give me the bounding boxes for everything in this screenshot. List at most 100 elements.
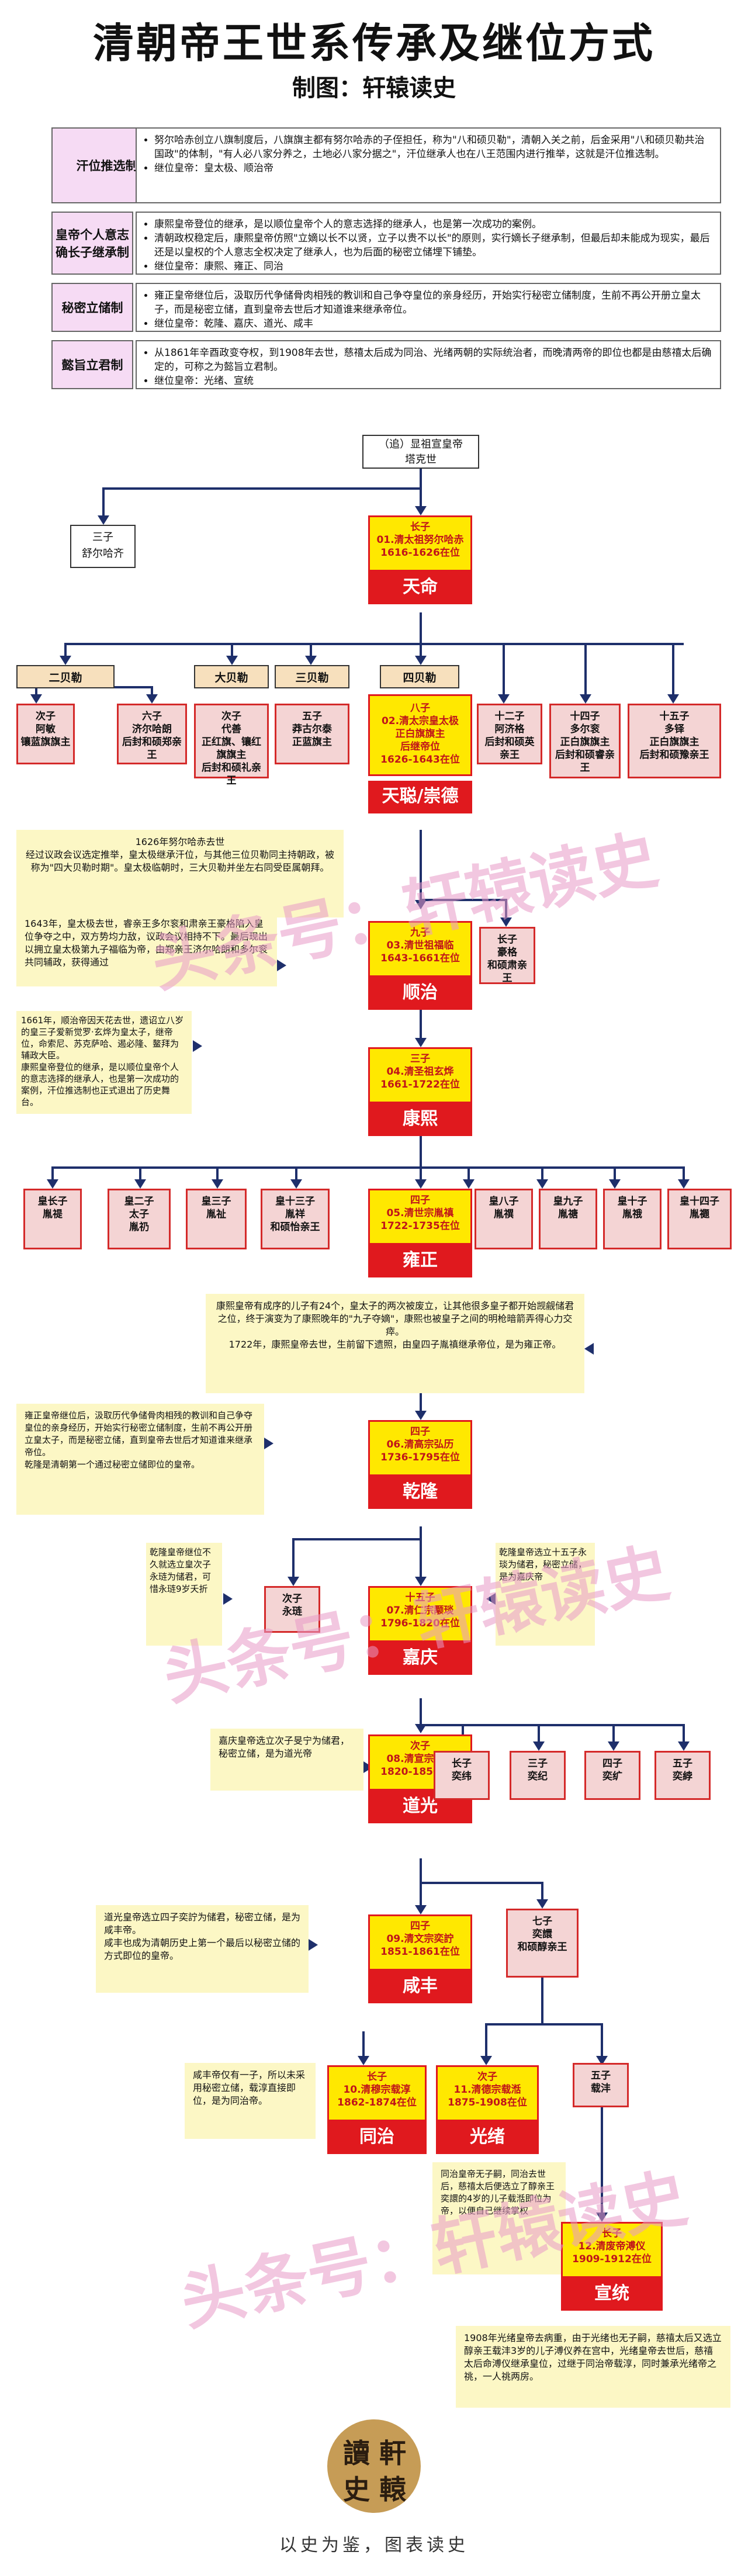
son-name: 阿济格 (494, 723, 525, 735)
son-rank: 长子 (452, 1758, 472, 1770)
son-ajige: 十二子 阿济格 后封和硕英亲王 (477, 704, 542, 764)
son-rank: 七子 (532, 1916, 552, 1927)
son-name: 奕纪 (528, 1771, 548, 1782)
note-1643: 1643年，皇太极去世，睿亲王多尔衮和肃亲王豪格陷入皇位争夺之中，双方势均力敌，… (16, 912, 277, 986)
emperor-years: 1875-1908在位 (448, 2097, 527, 2108)
son-note: 正红旗、镶红旗旗主 (202, 736, 261, 761)
emperor-rank: 长子 (602, 2228, 622, 2239)
son-jirgalang: 六子 济尔哈朗 后封和硕郑亲王 (117, 704, 187, 764)
son-name: 奕譞 (532, 1928, 552, 1940)
emperor-note: 正白旗旗主 后继帝位 (395, 728, 445, 753)
emperor-years: 1626-1643在位 (380, 754, 460, 766)
method-bullet: 继位皇帝：光绪、宣统 (154, 374, 714, 388)
era-06: 乾隆 (368, 1476, 472, 1509)
emperor-title: 01.清太祖努尔哈赤 (376, 534, 464, 546)
son-yiji: 三子 奕纪 (510, 1751, 566, 1800)
son-name: 胤祥 (285, 1209, 305, 1220)
emperor-years: 1851-1861在位 (380, 1946, 460, 1958)
method-bullet: 继位皇帝：皇太极、顺治帝 (154, 161, 714, 175)
son-note: 和硕怡亲王 (270, 1221, 320, 1233)
son-yinti14: 皇十四子 胤禵 (667, 1189, 732, 1249)
method-label-secret: 秘密立储制 (51, 283, 133, 332)
shurhaci-box: 三子 舒尔哈齐 (70, 525, 136, 568)
emperor-09-box: 四子 09.清文宗奕詝 1851-1861在位 (368, 1914, 472, 1971)
son-name: 阿敏 (36, 723, 56, 735)
emperor-title: 04.清圣祖玄烨 (386, 1066, 454, 1078)
emperor-years: 1643-1661在位 (380, 953, 460, 964)
emperor-title: 12.清废帝溥仪 (578, 2241, 646, 2252)
sibling-rank: 三子 (92, 531, 113, 543)
son-name: 奕纬 (452, 1771, 472, 1782)
sibling-name: 舒尔哈齐 (82, 548, 124, 560)
son-dodo: 十五子 多铎 正白旗旗主 后封和硕豫亲王 (628, 704, 721, 778)
emperor-rank: 四子 (410, 1426, 430, 1438)
era-03: 顺治 (368, 977, 472, 1010)
son-name: 永琏 (282, 1606, 302, 1618)
son-yixuan: 七子 奕譞 和硕醇亲王 (506, 1909, 579, 1978)
era-12: 宣统 (561, 2278, 663, 2311)
era-05: 雍正 (368, 1245, 472, 1277)
son-note: 正蓝旗主 (292, 736, 332, 748)
emperor-04-box: 三子 04.清圣祖玄烨 1661-1722在位 (368, 1047, 472, 1103)
son-rank: 五子 (302, 711, 322, 722)
son-yinreng: 皇二子 太子 胤礽 (108, 1189, 171, 1249)
son-daishan: 次子 代善 正红旗、镶红旗旗主 后封和硕礼亲王 (194, 704, 269, 787)
son-yinti: 皇长子 胤禔 (23, 1189, 82, 1249)
emperor-title: 05.清世宗胤禛 (386, 1207, 454, 1219)
beile-label-4: 四贝勒 (380, 665, 459, 688)
method-label-will: 皇帝个人意志确长子继承制 (51, 212, 133, 275)
era-04: 康熙 (368, 1103, 472, 1136)
note-1661: 1661年，顺治帝因天花去世，遗诏立八岁的皇三子爱新觉罗·玄烨为皇太子，继帝位，… (16, 1011, 192, 1114)
son-rank: 六子 (142, 711, 162, 722)
son-rank: 皇二子 (124, 1196, 154, 1207)
son-rank: 次子 (282, 1593, 302, 1605)
note-daoguang: 嘉庆皇帝选立次子旻宁为储君，秘密立储，是为道光帝 (210, 1729, 363, 1791)
note-xuantong: 1908年光绪皇帝去病重，由于光绪也无子嗣，慈禧太后又选立醇亲王载沣3岁的儿子溥… (456, 2326, 730, 2408)
son-name: 多尔衮 (570, 723, 600, 735)
son-dorgon: 十四子 多尔衮 正白旗旗主 后封和硕睿亲王 (549, 704, 621, 778)
emperor-years: 1736-1795在位 (380, 1452, 460, 1463)
son-yikuang: 四子 奕纩 (584, 1751, 640, 1800)
son-rank: 十五子 (659, 711, 690, 722)
emperor-02-box: 八子 02.清太宗皇太极 正白旗旗主 后继帝位 1626-1643在位 (368, 694, 472, 776)
son-name: 太子 (129, 1209, 149, 1220)
seal-char: 史 (343, 2474, 370, 2505)
ancestor-title: （追）显祖宣皇帝 (379, 438, 463, 451)
son-rank: 五子 (591, 2070, 611, 2082)
emperor-rank: 长子 (410, 521, 430, 533)
method-label-edict: 懿旨立君制 (51, 340, 133, 389)
note-guangxu: 同治皇帝无子嗣，同治去世后，慈禧太后便选立了醇亲王奕譞的4岁的儿子载湉即位为帝，… (432, 2162, 566, 2274)
method-desc-election: 努尔哈赤创立八旗制度后，八旗旗主都有努尔哈赤的子侄担任，称为"八和硕贝勒"，清朝… (136, 127, 721, 203)
emperor-rank: 八子 (410, 702, 430, 714)
son-name: 胤礽 (129, 1221, 149, 1233)
son-note: 后封和硕礼亲王 (202, 762, 261, 787)
note-jiaqing: 乾隆皇帝选立十五子永琰为储君，秘密立储，是为嘉庆帝 (496, 1543, 595, 1646)
emperor-title: 02.清太宗皇太极 (381, 715, 459, 727)
ancestor-name: 塔克世 (405, 453, 437, 466)
son-rank: 四子 (602, 1758, 622, 1770)
method-bullet: 继位皇帝：乾隆、嘉庆、道光、咸丰 (154, 317, 714, 331)
emperor-rank: 四子 (410, 1194, 430, 1206)
son-rank: 十四子 (570, 711, 600, 722)
son-rank: 皇八子 (489, 1196, 519, 1207)
page-title: 清朝帝王世系传承及继位方式 (93, 19, 655, 67)
son-rank: 次子 (36, 711, 56, 722)
era-01: 天命 (368, 572, 472, 604)
seal-char: 轅 (379, 2474, 406, 2505)
son-note: 正白旗旗主 (649, 736, 699, 748)
emperor-rank: 长子 (367, 2071, 387, 2083)
son-name: 多铎 (664, 723, 684, 735)
emperor-11-box: 次子 11.清德宗载湉 1875-1908在位 (436, 2065, 539, 2121)
son-rank: 皇十四子 (680, 1196, 719, 1207)
era-10: 同治 (327, 2121, 427, 2154)
seal-char: 讀 (343, 2437, 370, 2469)
emperor-years: 1722-1735在位 (380, 1220, 460, 1232)
emperor-01-box: 长子 01.清太祖努尔哈赤 1616-1626在位 (368, 515, 472, 572)
emperor-title: 07.清仁宗颙琰 (386, 1605, 454, 1616)
method-desc-edict: 从1861年辛酉政变夺权，到1908年去世，慈禧太后成为同治、光绪两朝的实际统治… (136, 340, 721, 389)
note-secret-succession: 雍正皇帝继位后，汲取历代争储骨肉相残的教训和自己争夺皇位的亲身经历，开始实行秘密… (16, 1404, 264, 1515)
son-manggultai: 五子 莽古尔泰 正蓝旗主 (275, 704, 349, 764)
son-name: 胤祉 (206, 1209, 226, 1220)
son-note: 正白旗旗主 (560, 736, 610, 748)
seal-char: 軒 (379, 2437, 406, 2469)
